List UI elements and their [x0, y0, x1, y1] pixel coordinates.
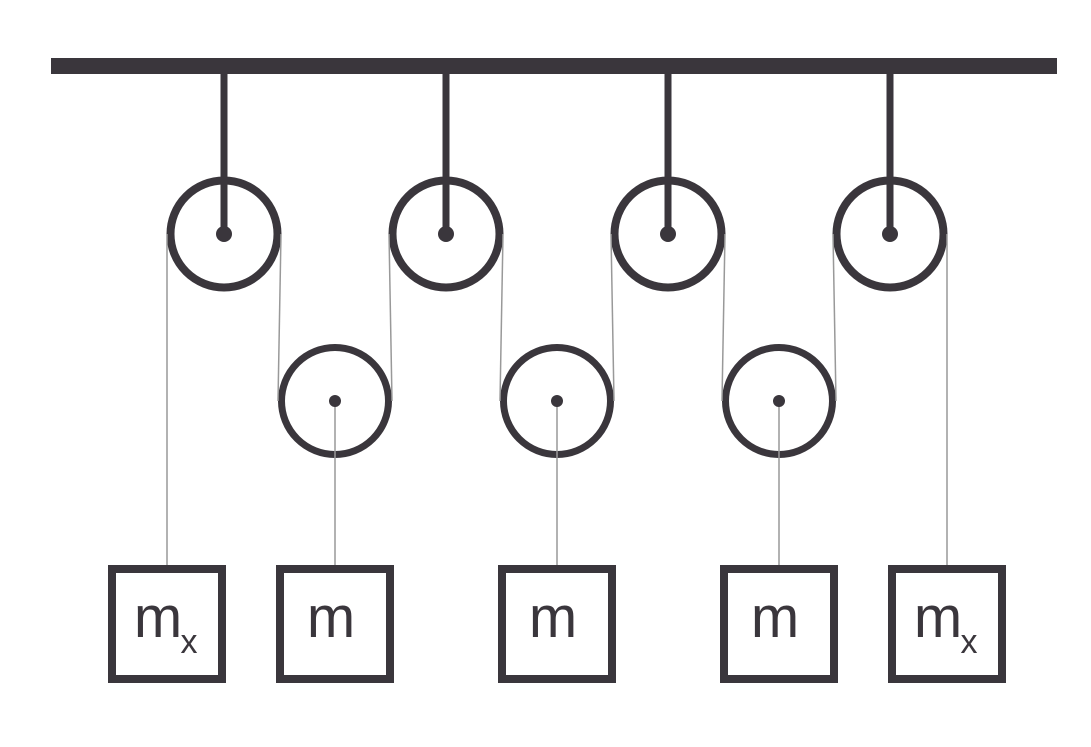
support-rods — [220, 72, 894, 234]
mass-label-5-subscript: x — [961, 623, 978, 661]
movable-pulley-axle-dot-1 — [329, 395, 341, 407]
fixed-pulleys — [166, 176, 948, 292]
mass-label-1: m — [134, 585, 182, 650]
mass-box-1 — [108, 565, 226, 683]
mass-label-3: m — [529, 585, 577, 650]
mass-box-3 — [498, 565, 616, 683]
mass-label-4: m — [751, 585, 799, 650]
mass-label-5: m — [914, 585, 962, 650]
mass-block-4: m — [720, 565, 838, 683]
mass-block-5: m x — [888, 565, 1006, 683]
movable-pulley-axle-dot-2 — [551, 395, 563, 407]
string-movable3-right-to-pulley4-left — [832, 233, 837, 402]
mass-box-2 — [276, 565, 394, 683]
strings — [166, 233, 948, 565]
ceiling-bar — [51, 58, 1057, 74]
string-pulley2-right-to-movable2-left — [499, 233, 504, 402]
fixed-pulley-axle-dot-2 — [438, 226, 454, 242]
movable-pulley-axle-dot-3 — [773, 395, 785, 407]
mass-label-2: m — [307, 585, 355, 650]
string-pulley1-right-to-movable1-left — [277, 233, 282, 402]
fixed-pulley-axle-dot-1 — [216, 226, 232, 242]
fixed-pulley-axle-dot-3 — [660, 226, 676, 242]
mass-label-1-subscript: x — [181, 623, 198, 661]
mass-block-3: m — [498, 565, 616, 683]
mass-block-1: m x — [108, 565, 226, 683]
string-movable1-right-to-pulley2-left — [388, 233, 393, 402]
string-movable2-right-to-pulley3-left — [610, 233, 615, 402]
mass-block-2: m — [276, 565, 394, 683]
string-pulley3-right-to-movable3-left — [721, 233, 726, 402]
mass-box-4 — [720, 565, 838, 683]
fixed-pulley-axle-dot-4 — [882, 226, 898, 242]
mass-box-5 — [888, 565, 1006, 683]
pulley-axle-dots — [216, 226, 898, 407]
mass-blocks: m x m m m m x — [108, 565, 1006, 683]
